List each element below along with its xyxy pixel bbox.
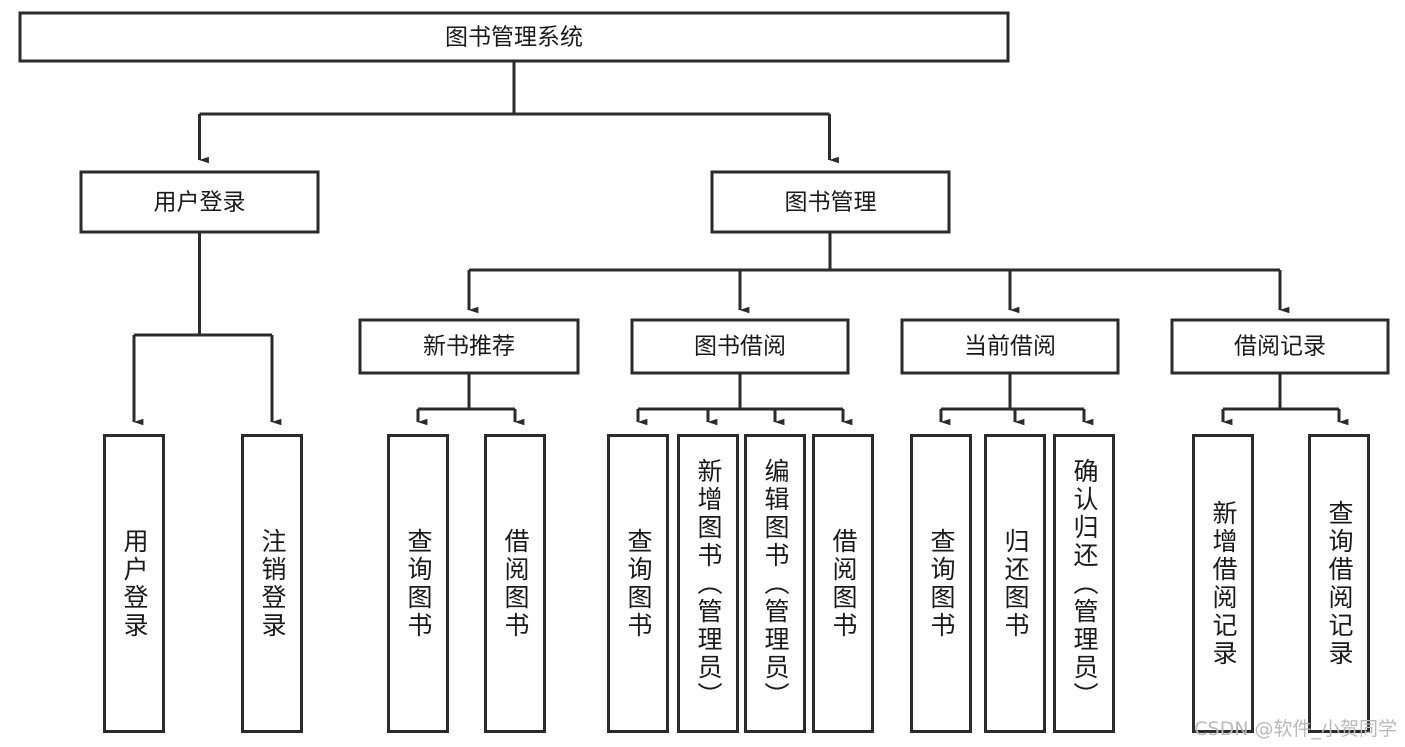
connector-current-borrow-to-leaves <box>939 373 1094 426</box>
node-root[interactable]: 图书管理系统 <box>18 11 1010 63</box>
connector-borrow-record-to-leaves <box>1221 373 1349 426</box>
node-leaf-return-book-label: 归还图书 <box>1001 527 1030 640</box>
node-user-login-label: 用户登录 <box>154 190 246 216</box>
node-new-book-recommend[interactable]: 新书推荐 <box>358 318 580 375</box>
node-leaf-user-login[interactable]: 用户登录 <box>103 434 165 733</box>
node-leaf-add-record-label: 新增借阅记录 <box>1209 499 1238 668</box>
node-leaf-add-record[interactable]: 新增借阅记录 <box>1192 434 1254 733</box>
node-current-borrow-label: 当前借阅 <box>964 334 1056 360</box>
node-current-borrow[interactable]: 当前借阅 <box>900 318 1120 375</box>
node-leaf-edit-book[interactable]: 编辑图书（管理员） <box>744 434 806 733</box>
connector-user-login-to-leaves <box>132 232 282 426</box>
node-leaf-edit-book-label: 编辑图书（管理员） <box>761 457 790 710</box>
node-new-book-recommend-label: 新书推荐 <box>423 334 515 360</box>
node-leaf-query-book-2[interactable]: 查询图书 <box>607 434 669 733</box>
node-leaf-user-login-label: 用户登录 <box>120 527 149 640</box>
node-leaf-query-record-label: 查询借阅记录 <box>1325 499 1354 668</box>
connector-book-borrow-to-leaves <box>636 373 853 426</box>
node-leaf-add-book-label: 新增图书（管理员） <box>694 457 723 710</box>
node-leaf-borrow-book-2-label: 借阅图书 <box>829 527 858 640</box>
node-leaf-query-book-3-label: 查询图书 <box>927 527 956 640</box>
node-leaf-confirm-return[interactable]: 确认归还（管理员） <box>1053 434 1115 733</box>
node-book-borrow-label: 图书借阅 <box>694 334 786 360</box>
node-leaf-query-record[interactable]: 查询借阅记录 <box>1308 434 1370 733</box>
node-leaf-query-book-1-label: 查询图书 <box>404 527 433 640</box>
node-leaf-confirm-return-label: 确认归还（管理员） <box>1070 457 1099 710</box>
node-root-label: 图书管理系统 <box>445 25 583 51</box>
node-user-login[interactable]: 用户登录 <box>79 170 320 234</box>
connector-root-to-level2 <box>198 61 839 164</box>
node-leaf-user-logout[interactable]: 注销登录 <box>241 434 303 733</box>
node-leaf-user-logout-label: 注销登录 <box>258 527 287 640</box>
node-leaf-add-book[interactable]: 新增图书（管理员） <box>677 434 739 733</box>
node-borrow-record[interactable]: 借阅记录 <box>1170 318 1390 375</box>
node-leaf-borrow-book-1[interactable]: 借阅图书 <box>484 434 546 733</box>
node-leaf-borrow-book-2[interactable]: 借阅图书 <box>812 434 874 733</box>
node-leaf-query-book-1[interactable]: 查询图书 <box>387 434 449 733</box>
connector-book-manage-to-level3 <box>467 232 1290 314</box>
node-leaf-borrow-book-1-label: 借阅图书 <box>501 527 530 640</box>
node-book-manage[interactable]: 图书管理 <box>710 170 951 234</box>
node-book-borrow[interactable]: 图书借阅 <box>630 318 850 375</box>
node-leaf-query-book-3[interactable]: 查询图书 <box>910 434 972 733</box>
node-leaf-return-book[interactable]: 归还图书 <box>984 434 1046 733</box>
connector-new-book-recommend-to-leaves <box>416 373 525 426</box>
node-borrow-record-label: 借阅记录 <box>1234 334 1326 360</box>
node-leaf-query-book-2-label: 查询图书 <box>624 527 653 640</box>
node-book-manage-label: 图书管理 <box>785 190 877 216</box>
